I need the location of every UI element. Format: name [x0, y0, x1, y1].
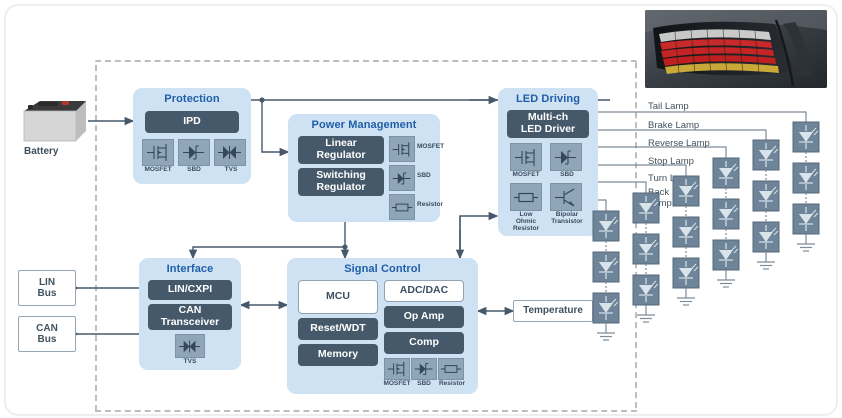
schottky-diode-symbol: [178, 139, 210, 166]
mosfet-symbol: [510, 143, 542, 171]
block-signal-control[interactable]: Signal Control MCU Reset/WDT Memory ADC/…: [287, 258, 478, 394]
mosfet-label: MOSFET: [417, 143, 445, 150]
rear-tail-lamp-photo: [645, 10, 827, 88]
lamp-label-brake: Brake Lamp: [648, 120, 700, 131]
led-chain-turn: [632, 192, 660, 323]
mosfet-symbol: [384, 358, 410, 380]
resistor-label: Resistor: [417, 201, 444, 208]
sbd-label: SBD: [187, 166, 201, 173]
interface-title: Interface: [166, 263, 214, 275]
led-chain-brake: [752, 139, 780, 270]
tvs-label: TVS: [183, 358, 197, 365]
block-interface[interactable]: Interface LIN/CXPI CAN Transceiver TVS: [139, 258, 241, 370]
ic-switching-regulator[interactable]: Switching Regulator: [298, 168, 384, 196]
led-chain-reverse: [712, 157, 740, 288]
temperature-label: Temperature: [523, 305, 583, 317]
battery-caption: Battery: [24, 146, 59, 157]
lin-bus-box[interactable]: LIN Bus: [18, 270, 76, 306]
tvs-label: TVS: [224, 166, 238, 173]
ic-memory[interactable]: Memory: [298, 344, 378, 366]
schottky-diode-symbol: [411, 358, 437, 380]
protection-title: Protection: [164, 93, 220, 105]
resistor-label: Resistor: [438, 380, 465, 387]
ecu-dashed-bottom: [95, 410, 637, 412]
mosfet-symbol: [389, 136, 415, 162]
ic-mcu[interactable]: MCU: [298, 280, 378, 314]
mosfet-symbol: [142, 139, 174, 166]
led-chain-back-fog: [592, 210, 620, 341]
ic-linear-regulator[interactable]: Linear Regulator: [298, 136, 384, 164]
resistor-symbol: [510, 183, 542, 211]
mosfet-label: MOSFET: [144, 166, 172, 173]
led-chain-stop: [672, 175, 700, 306]
lamp-label-tail: Tail Lamp: [648, 101, 689, 112]
ic-ipd[interactable]: IPD: [145, 111, 239, 133]
bipolar-transistor-symbol: [550, 183, 582, 211]
tvs-diode-symbol: [175, 334, 205, 358]
ic-lin-cxpi[interactable]: LIN/CXPI: [148, 280, 232, 300]
block-power-management[interactable]: Power Management Linear Regulator Switch…: [288, 114, 444, 222]
temperature-sensor-box[interactable]: Temperature: [513, 300, 593, 322]
resistor-symbol: [438, 358, 464, 380]
lamp-label-stop: Stop Lamp: [648, 156, 694, 167]
ic-op-amp[interactable]: Op Amp: [384, 306, 464, 328]
lin-bus-label: LIN Bus: [37, 276, 57, 300]
block-led-driving[interactable]: LED Driving Multi-ch LED Driver MOSFET: [498, 88, 598, 236]
low-ohmic-resistor-label: Low Ohmic Resistor: [512, 211, 539, 232]
can-bus-box[interactable]: CAN Bus: [18, 316, 76, 352]
ic-comp[interactable]: Comp: [384, 332, 464, 354]
ic-adc-dac[interactable]: ADC/DAC: [384, 280, 464, 302]
sbd-label: SBD: [417, 172, 431, 179]
mosfet-label: MOSFET: [512, 171, 540, 178]
battery-illustration: [23, 101, 86, 142]
block-protection[interactable]: Protection IPD MOSFET SBD: [133, 88, 251, 184]
power-management-title: Power Management: [311, 119, 417, 131]
led-driving-title: LED Driving: [515, 93, 581, 105]
bipolar-transistor-label: Bipolar Transistor: [551, 211, 583, 225]
schottky-diode-symbol: [550, 143, 582, 171]
tvs-diode-symbol: [214, 139, 246, 166]
resistor-symbol: [389, 194, 415, 220]
schottky-diode-symbol: [389, 165, 415, 191]
ic-multi-ch-led-driver[interactable]: Multi-ch LED Driver: [507, 110, 589, 138]
sbd-label: SBD: [560, 171, 574, 178]
ic-reset-wdt[interactable]: Reset/WDT: [298, 318, 378, 340]
signal-control-title: Signal Control: [344, 263, 421, 275]
led-chain-tail: [792, 121, 820, 252]
ic-can-transceiver[interactable]: CAN Transceiver: [148, 304, 232, 330]
can-bus-label: CAN Bus: [36, 322, 58, 346]
sbd-label: SBD: [417, 380, 431, 387]
mosfet-label: MOSFET: [383, 380, 411, 387]
lamp-label-reverse: Reverse Lamp: [648, 138, 710, 149]
